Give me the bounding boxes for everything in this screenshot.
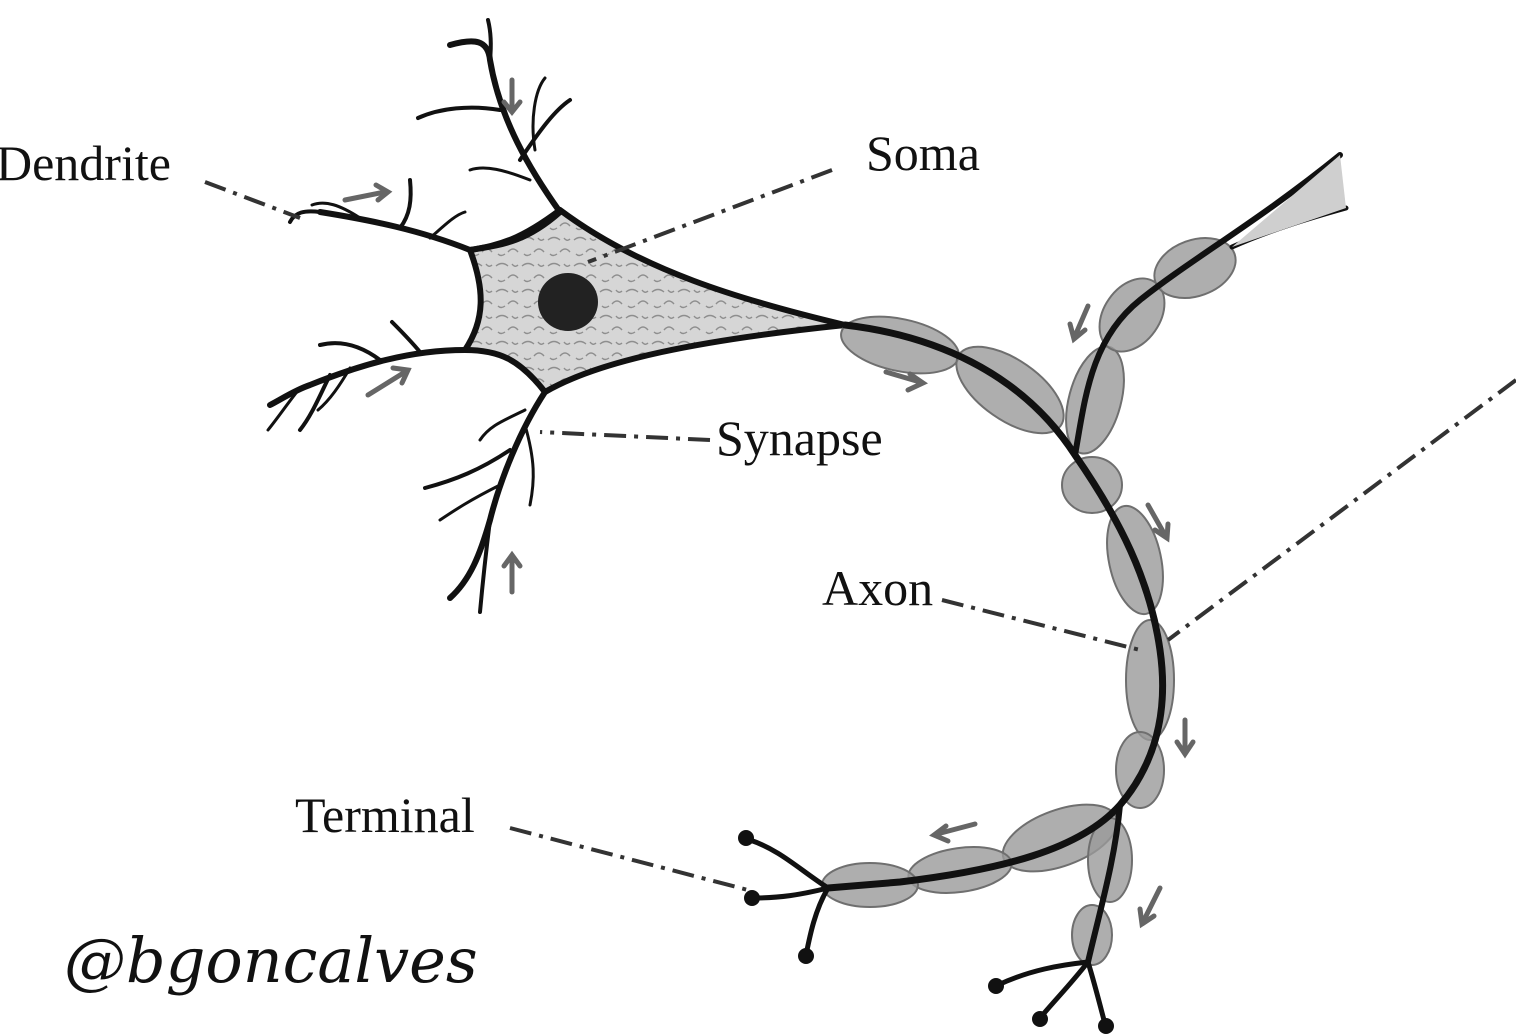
label-terminal: Terminal (295, 787, 475, 843)
arrow-icon (504, 80, 520, 112)
label-synapse: Synapse (716, 410, 883, 466)
arrow-icon (345, 185, 388, 200)
arrow-icon (1070, 306, 1088, 339)
leader-lines (205, 170, 1516, 890)
label-dendrite: Dendrite (0, 135, 171, 191)
label-axon: Axon (822, 560, 933, 616)
arrow-icon (934, 824, 975, 841)
arrow-icon (504, 555, 520, 592)
arrow-icon (368, 368, 408, 395)
arrow-icon (1140, 888, 1160, 924)
arrow-icon (886, 372, 923, 390)
nucleus (538, 273, 598, 331)
arrow-icon (1177, 720, 1193, 754)
author-credit: @bgoncalves (64, 924, 478, 997)
label-soma: Soma (866, 125, 980, 181)
